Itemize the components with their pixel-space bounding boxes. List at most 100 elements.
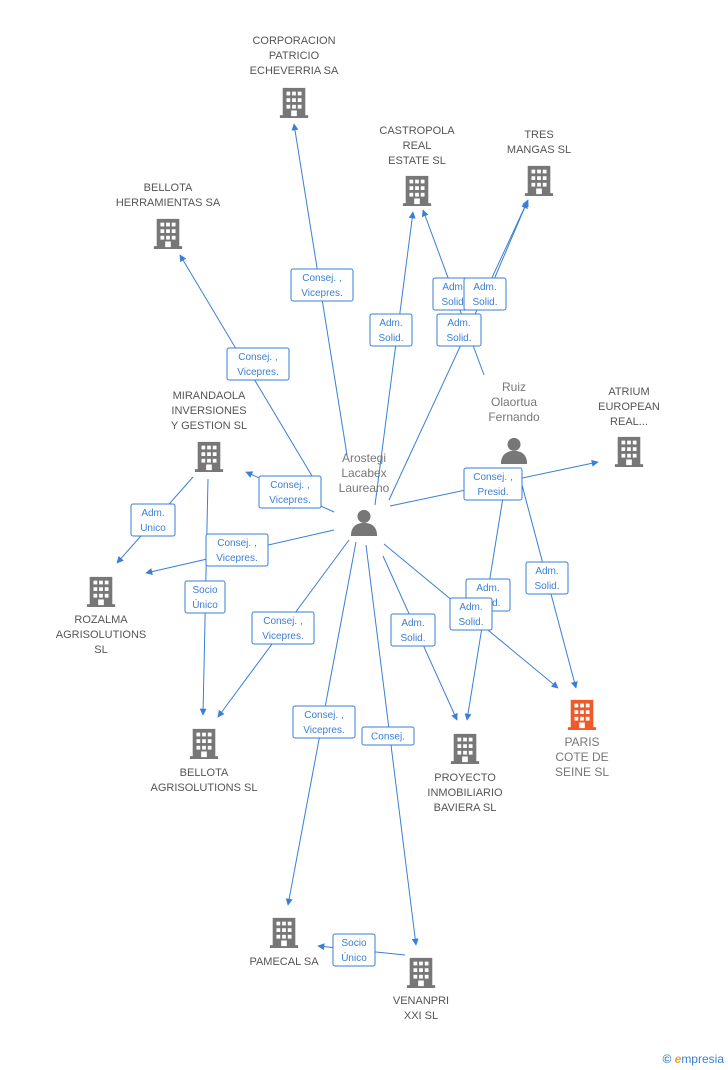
edge-label-text: Consej. , xyxy=(473,472,512,483)
edge-label-box xyxy=(258,475,322,509)
node-label: EUROPEAN xyxy=(598,401,660,413)
edge-label-box xyxy=(463,277,507,311)
node-rozalma[interactable]: ROZALMA AGRISOLUTIONS SL xyxy=(56,576,146,656)
edge-label-box xyxy=(390,613,436,647)
edge-label-box xyxy=(463,467,523,501)
node-label: Laureano xyxy=(339,481,390,495)
brand-name: mpresia xyxy=(681,1052,724,1066)
node-label: MIRANDAOLA xyxy=(173,390,246,402)
edge-label-text: Consej. xyxy=(371,732,405,743)
building-icon xyxy=(567,699,597,730)
building-icon xyxy=(406,957,436,988)
edge-label-arostegi-bellota_herr[interactable]: Consej. , Vicepres. xyxy=(226,347,290,381)
edge-label-text: Adm. xyxy=(141,508,164,519)
edge-label-arostegi-bellota_agri[interactable]: Consej. ,Vicepres. xyxy=(251,611,315,645)
node-label: SL xyxy=(94,644,107,656)
node-label: Y GESTION SL xyxy=(171,420,247,432)
node-label: PARIS xyxy=(564,735,599,749)
edge-label-arostegi-tres[interactable]: Adm.Solid. xyxy=(436,313,482,347)
node-label: CASTROPOLA xyxy=(379,125,455,137)
edge-label-arostegi-pamecal[interactable]: Consej. , Vicepres. xyxy=(292,705,356,739)
edge-label-text: Único xyxy=(192,598,218,611)
edge-label-text: Vicepres. xyxy=(269,495,311,506)
node-label: REAL xyxy=(403,140,432,152)
edge-label-text: Consej. , xyxy=(270,480,309,491)
building-icon xyxy=(189,728,219,759)
edge-label-text: Solid. xyxy=(400,633,425,644)
edge-label-text: Vicepres. xyxy=(301,288,343,299)
edge-label-arostegi-castropola[interactable]: Adm.Solid. xyxy=(369,313,413,347)
edge-label-arostegi-corporacion[interactable]: Consej. ,Vicepres. xyxy=(290,268,354,302)
node-label: BELLOTA xyxy=(144,182,193,194)
node-label: ESTATE SL xyxy=(388,155,446,167)
node-proyecto[interactable]: PROYECTO INMOBILIARIO BAVIERA SL xyxy=(427,733,503,814)
node-label: REAL... xyxy=(610,416,648,428)
edge-label-text: Socio xyxy=(192,585,217,596)
edge-label-text: Consej. , xyxy=(304,710,343,721)
person-icon xyxy=(350,509,378,536)
node-label: PATRICIO xyxy=(269,50,320,62)
edge-label-ruiz-paris[interactable]: Adm. Solid. xyxy=(525,561,569,595)
node-label: PROYECTO xyxy=(434,772,496,784)
edge-label-box xyxy=(205,533,269,567)
edge-label-text: Único xyxy=(341,951,367,964)
node-castropola[interactable]: CASTROPOLA REAL ESTATE SL xyxy=(379,125,455,206)
edge-label-text: Consej. , xyxy=(217,538,256,549)
edge-label-text: Presid. xyxy=(477,487,508,498)
node-bellota_agri[interactable]: BELLOTA AGRISOLUTIONS SL xyxy=(151,728,258,794)
edge-label-text: Vicepres. xyxy=(216,553,258,564)
node-label: COTE DE xyxy=(555,750,608,764)
building-icon xyxy=(194,441,224,472)
edge-label-text: Vicepres. xyxy=(237,367,279,378)
edge-label-arostegi-mirandaola[interactable]: Consej. , Vicepres. xyxy=(258,475,322,509)
brand-logo-initial: e xyxy=(674,1052,682,1066)
node-mirandaola[interactable]: MIRANDAOLA INVERSIONES Y GESTION SL xyxy=(171,390,247,472)
edge-label-box xyxy=(226,347,290,381)
edge-label-box xyxy=(251,611,315,645)
edge-label-arostegi-rozalma[interactable]: Consej. , Vicepres. xyxy=(205,533,269,567)
edge-label-arostegi-venanpri[interactable]: Consej. xyxy=(361,726,415,746)
edge-label-box xyxy=(292,705,356,739)
node-label: INVERSIONES xyxy=(171,405,246,417)
edge-label-box xyxy=(369,313,413,347)
node-label: INMOBILIARIO xyxy=(427,787,503,799)
edge-arostegi-castropola xyxy=(374,211,416,506)
edge-label-text: Solid. xyxy=(378,333,403,344)
edge-label-text: Solid. xyxy=(472,297,497,308)
node-pamecal[interactable]: PAMECAL SA xyxy=(249,917,319,968)
edge-label-text: Socio xyxy=(341,938,366,949)
node-tres[interactable]: TRES MANGAS SL xyxy=(507,129,571,196)
edge-label-text: Adm. xyxy=(535,566,558,577)
person-icon xyxy=(500,437,528,464)
edge-label-box xyxy=(361,726,415,746)
edge-label-text: Consej. , xyxy=(238,352,277,363)
node-label: TRES xyxy=(524,129,553,141)
node-label: AGRISOLUTIONS xyxy=(56,629,146,641)
node-label: AGRISOLUTIONS SL xyxy=(151,782,258,794)
node-label: BELLOTA xyxy=(180,767,229,779)
node-atrium[interactable]: ATRIUMEUROPEANREAL... xyxy=(598,386,660,467)
edge-label-mirandaola-rozalma[interactable]: Adm.Unico xyxy=(130,503,176,537)
edge-label-text: Solid. xyxy=(534,581,559,592)
edge-label-arostegi-atrium[interactable]: Consej. , Presid. xyxy=(463,467,523,501)
edge-label-arostegi-proyecto[interactable]: Adm.Solid. xyxy=(390,613,436,647)
node-label: MANGAS SL xyxy=(507,144,571,156)
building-icon xyxy=(402,175,432,206)
edge-label-ruiz-tres[interactable]: Adm.Solid. xyxy=(463,277,507,311)
edge-label-box xyxy=(130,503,176,537)
footer-brand[interactable]: © empresia xyxy=(662,1052,724,1066)
edge-label-text: Vicepres. xyxy=(303,725,345,736)
edge-label-box xyxy=(290,268,354,302)
node-label: ROZALMA xyxy=(74,614,128,626)
edge-label-arostegi-paris[interactable]: Adm.Solid. xyxy=(449,597,493,631)
node-label: BAVIERA SL xyxy=(434,802,497,814)
edge-label-text: Vicepres. xyxy=(262,631,304,642)
